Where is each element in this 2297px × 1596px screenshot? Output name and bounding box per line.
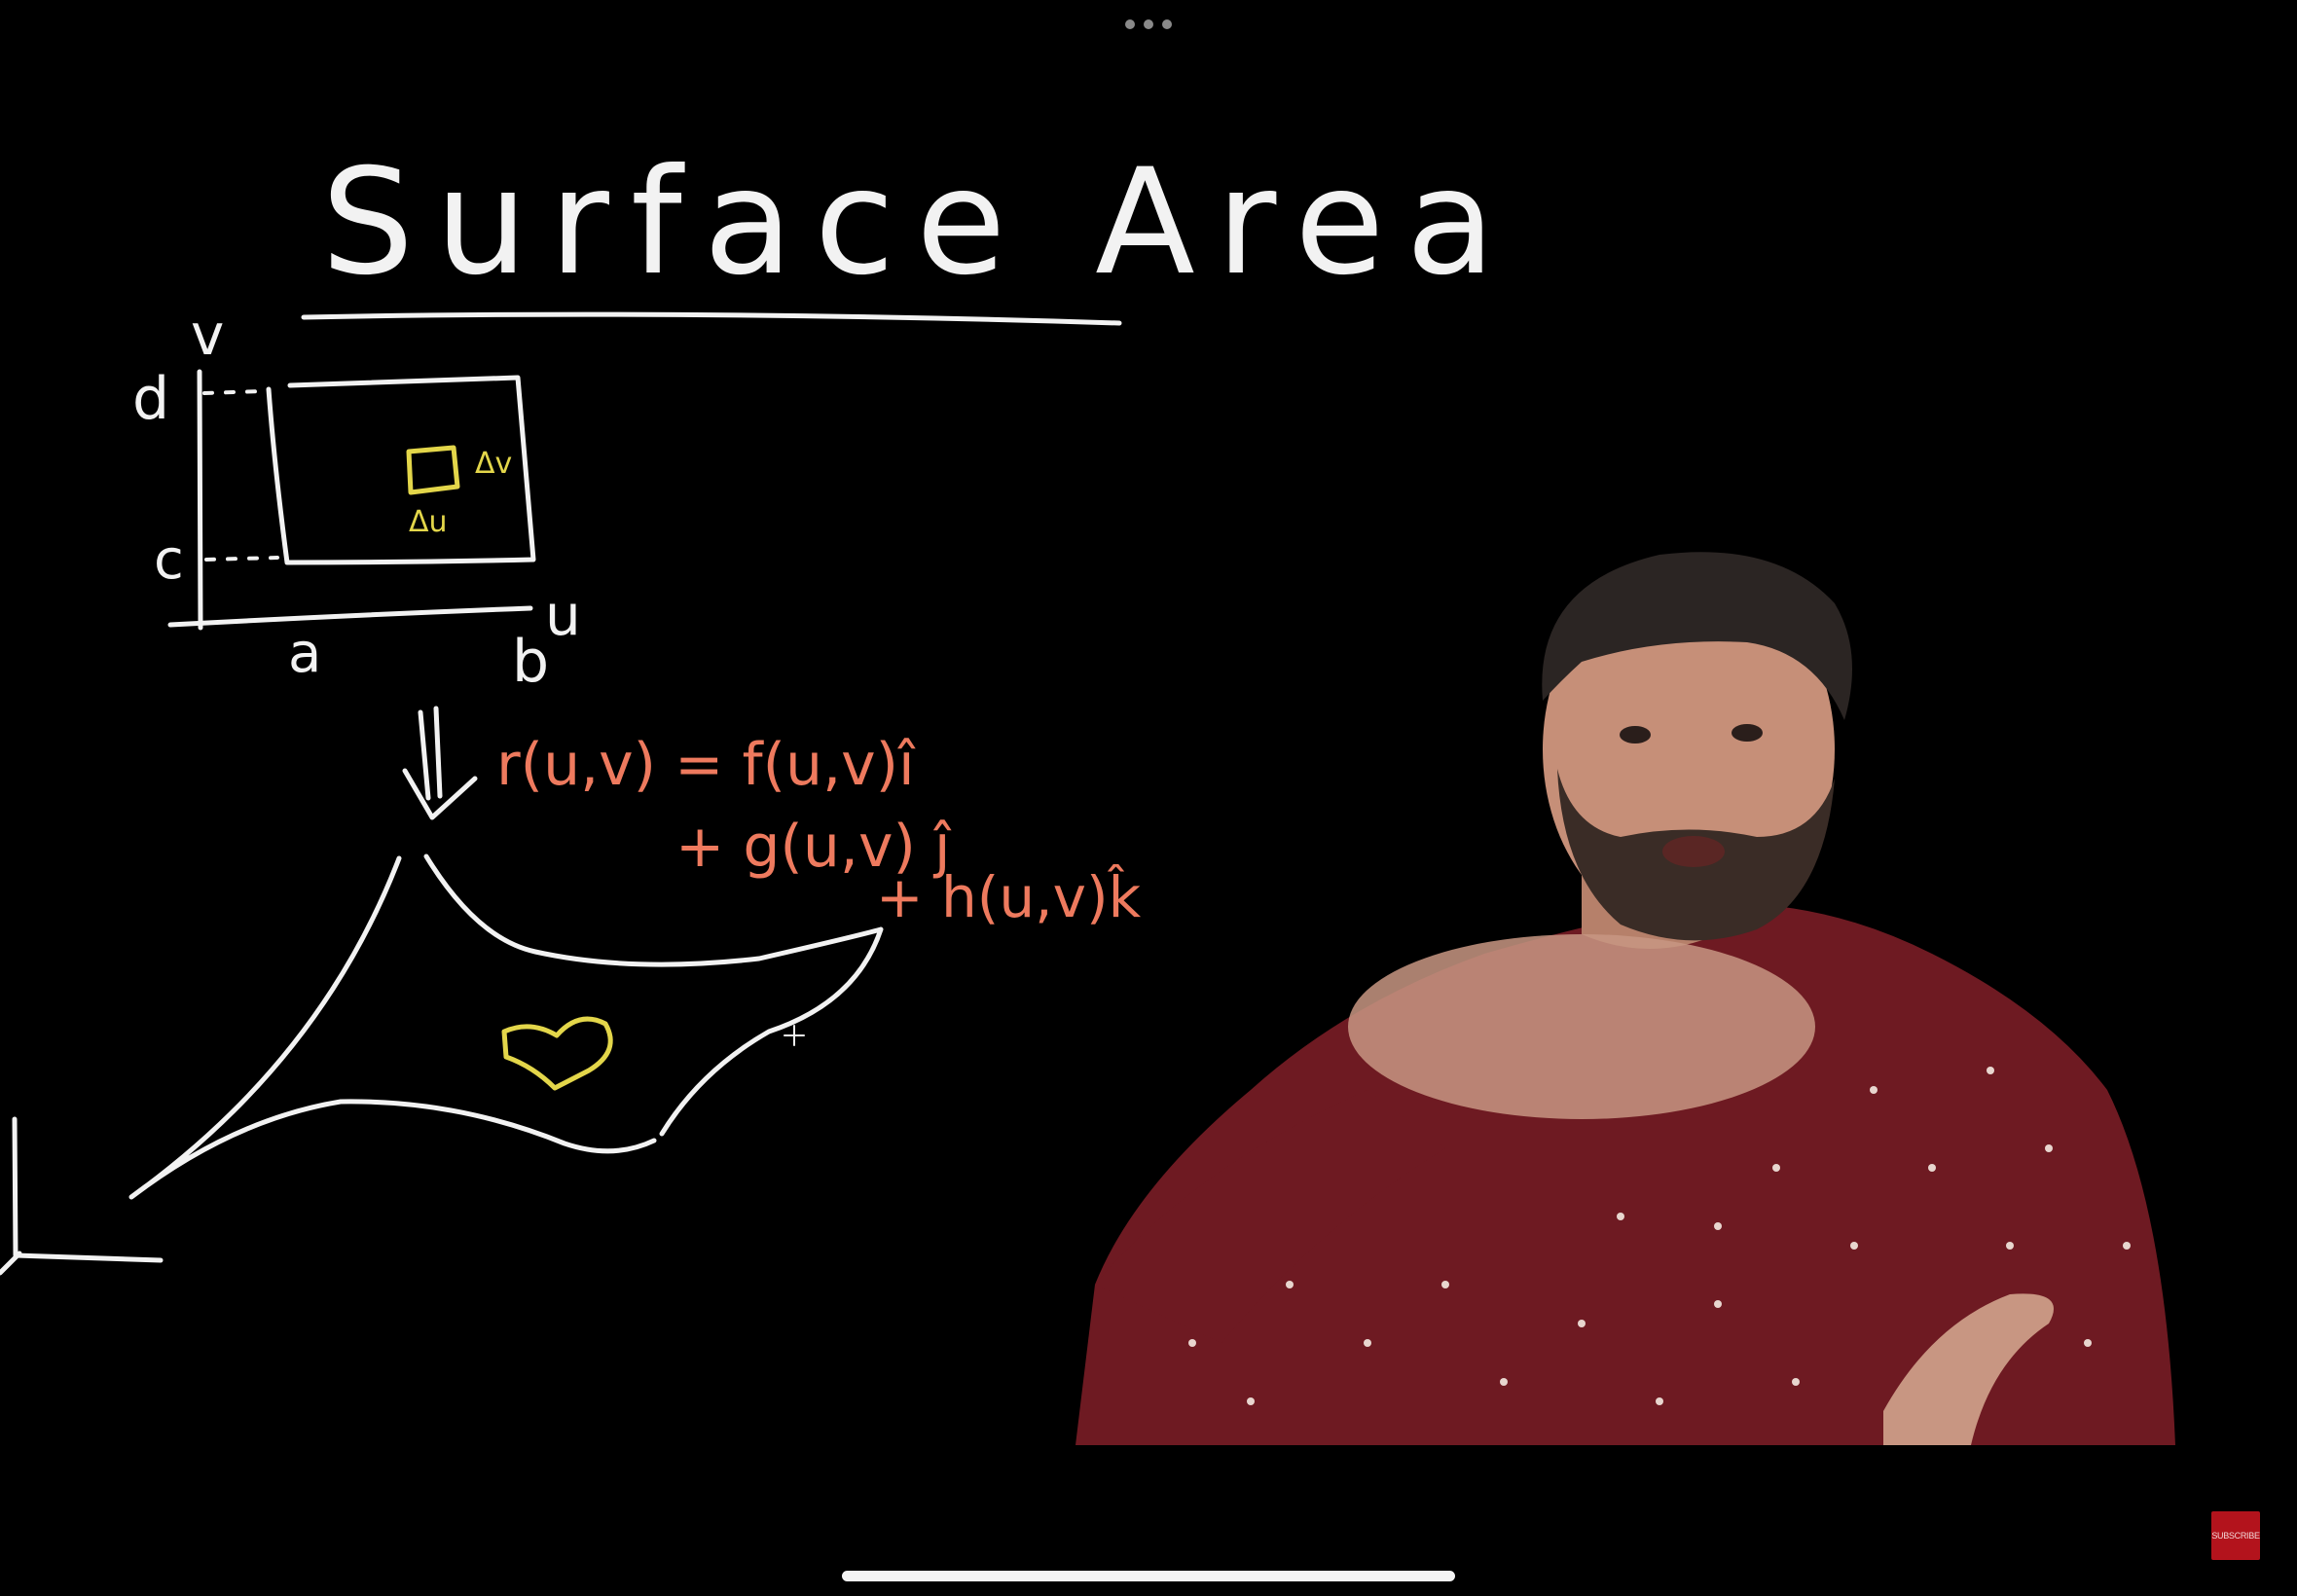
a-label: a bbox=[288, 622, 321, 685]
surface-outline bbox=[128, 853, 884, 1200]
b-label: b bbox=[512, 628, 549, 696]
presenter-hand-raised bbox=[1348, 934, 1815, 1119]
d-label: d bbox=[132, 365, 169, 433]
home-indicator[interactable] bbox=[842, 1571, 1455, 1581]
u-axis-label: u bbox=[545, 582, 581, 648]
title-underline bbox=[301, 311, 1122, 326]
c-label: c bbox=[154, 528, 184, 592]
presenter-hand-lower bbox=[1883, 1293, 2054, 1445]
presenter-eye-left bbox=[1620, 726, 1651, 744]
surface-patch bbox=[501, 1016, 613, 1091]
subscribe-button[interactable]: SUBSCRIBE bbox=[2211, 1511, 2260, 1560]
delta-u-label: Δu bbox=[409, 505, 448, 539]
v-axis-label: v bbox=[191, 302, 224, 368]
presenter-mouth bbox=[1662, 836, 1725, 867]
equation-line-3: + h(u,v)k̂ bbox=[876, 863, 1142, 930]
equation-line-1: r(u,v) = f(u,v)î bbox=[496, 731, 916, 799]
presenter-eye-right bbox=[1732, 724, 1763, 742]
presenter-hair bbox=[1542, 552, 1852, 720]
domain-patch bbox=[406, 445, 460, 495]
c-dashed-guide bbox=[204, 556, 279, 562]
equation-line-2: + g(u,v) ĵ bbox=[675, 813, 952, 881]
presenter-video bbox=[1076, 552, 2175, 1445]
board-title: Surface Area bbox=[321, 138, 1516, 308]
d-dashed-guide bbox=[202, 389, 265, 395]
v-axis bbox=[197, 369, 203, 631]
xyz-axes bbox=[0, 1116, 164, 1276]
shirt-pattern bbox=[1188, 1067, 2131, 1405]
domain-rectangle bbox=[266, 375, 536, 565]
presenter-arm bbox=[1095, 1090, 1445, 1343]
mapping-arrow bbox=[402, 706, 478, 820]
multitasking-menu-icon[interactable] bbox=[1125, 18, 1172, 31]
delta-v-label: Δv bbox=[475, 447, 512, 481]
crosshair-cursor-icon bbox=[784, 1025, 805, 1046]
u-axis bbox=[167, 605, 533, 628]
